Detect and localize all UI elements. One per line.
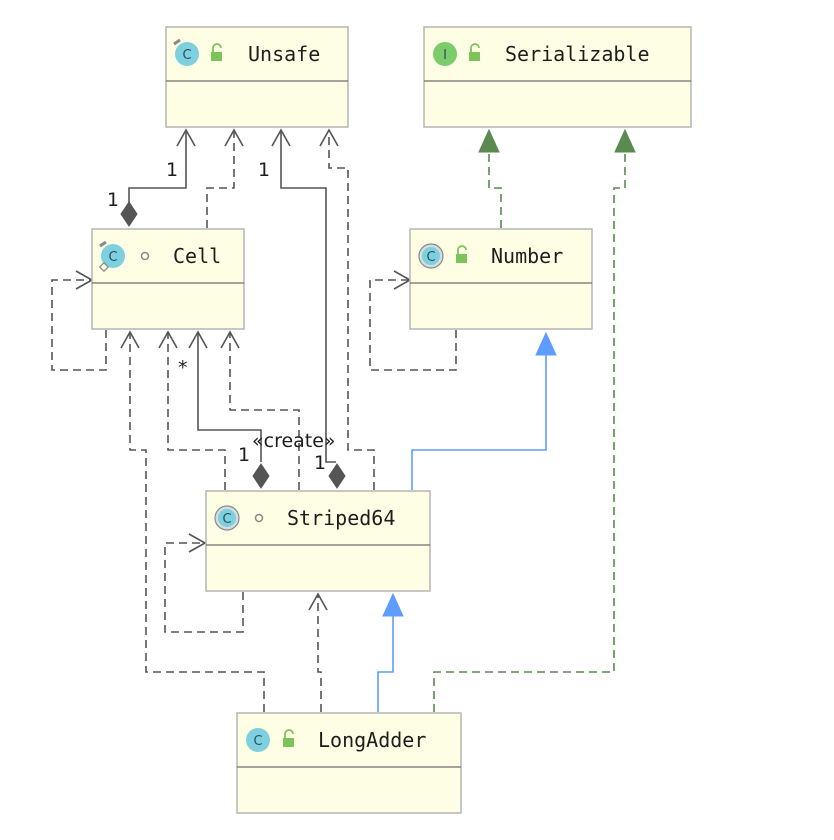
edge-striped64-cell-dependency-create (220, 330, 300, 490)
public-lock-icon (211, 43, 222, 61)
edge-striped64-unsafe-dependency (319, 128, 375, 490)
class-node-number[interactable]: C Number (409, 228, 593, 330)
multiplicity-label: 1 (238, 444, 250, 466)
class-node-cell[interactable]: C Cell (91, 228, 245, 330)
class-node-serializable[interactable]: I Serializable (423, 26, 692, 128)
svg-text:C: C (253, 734, 262, 749)
public-lock-icon (469, 43, 480, 61)
multiplicity-label: 1 (166, 159, 178, 181)
class-name: LongAdder (318, 728, 426, 752)
package-private-icon (254, 513, 264, 523)
class-node-longadder[interactable]: C LongAdder (236, 712, 462, 814)
multiplicity-label: * (178, 357, 188, 379)
public-lock-icon (283, 729, 294, 747)
edge-striped64-extends-number (411, 331, 557, 490)
svg-text:C: C (426, 250, 435, 265)
class-icon: C (173, 38, 199, 66)
multiplicity-label: 1 (314, 452, 326, 474)
svg-text:C: C (222, 512, 231, 527)
edge-number-implements-serializable (478, 128, 502, 228)
public-lock-icon (456, 245, 467, 263)
package-private-icon (140, 251, 150, 261)
class-icon: C (98, 240, 125, 273)
multiplicity-label: 1 (107, 189, 119, 211)
svg-text:C: C (108, 250, 117, 265)
svg-text:I: I (443, 48, 447, 63)
edge-cell-unsafe-association (120, 128, 196, 227)
edge-cell-unsafe-dependency (206, 128, 244, 228)
edge-longadder-striped64-dependency (308, 592, 328, 712)
class-icon: C (246, 728, 270, 752)
abstract-class-icon: C (214, 505, 240, 531)
class-name: Serializable (505, 42, 650, 66)
edge-striped64-cell-dependency-left (158, 330, 226, 490)
edge-longadder-implements-serializable (433, 128, 636, 712)
edge-striped64-cell-association (188, 330, 270, 489)
multiplicity-label: 1 (258, 159, 270, 181)
edge-striped64-self-dependency (164, 533, 244, 633)
class-name: Cell (173, 244, 221, 268)
svg-text:C: C (182, 48, 191, 63)
class-node-unsafe[interactable]: C Unsafe (165, 26, 349, 128)
class-name: Unsafe (248, 42, 320, 66)
class-name: Striped64 (287, 506, 395, 530)
class-name: Number (491, 244, 563, 268)
interface-icon: I (433, 42, 457, 66)
abstract-class-icon: C (418, 243, 444, 269)
edge-striped64-unsafe-association (271, 128, 346, 489)
class-node-striped64[interactable]: C Striped64 (205, 490, 431, 592)
edge-longadder-cell-dependency (120, 330, 265, 712)
edge-longadder-extends-striped64 (377, 592, 404, 712)
create-stereotype-label: «create» (252, 430, 336, 452)
